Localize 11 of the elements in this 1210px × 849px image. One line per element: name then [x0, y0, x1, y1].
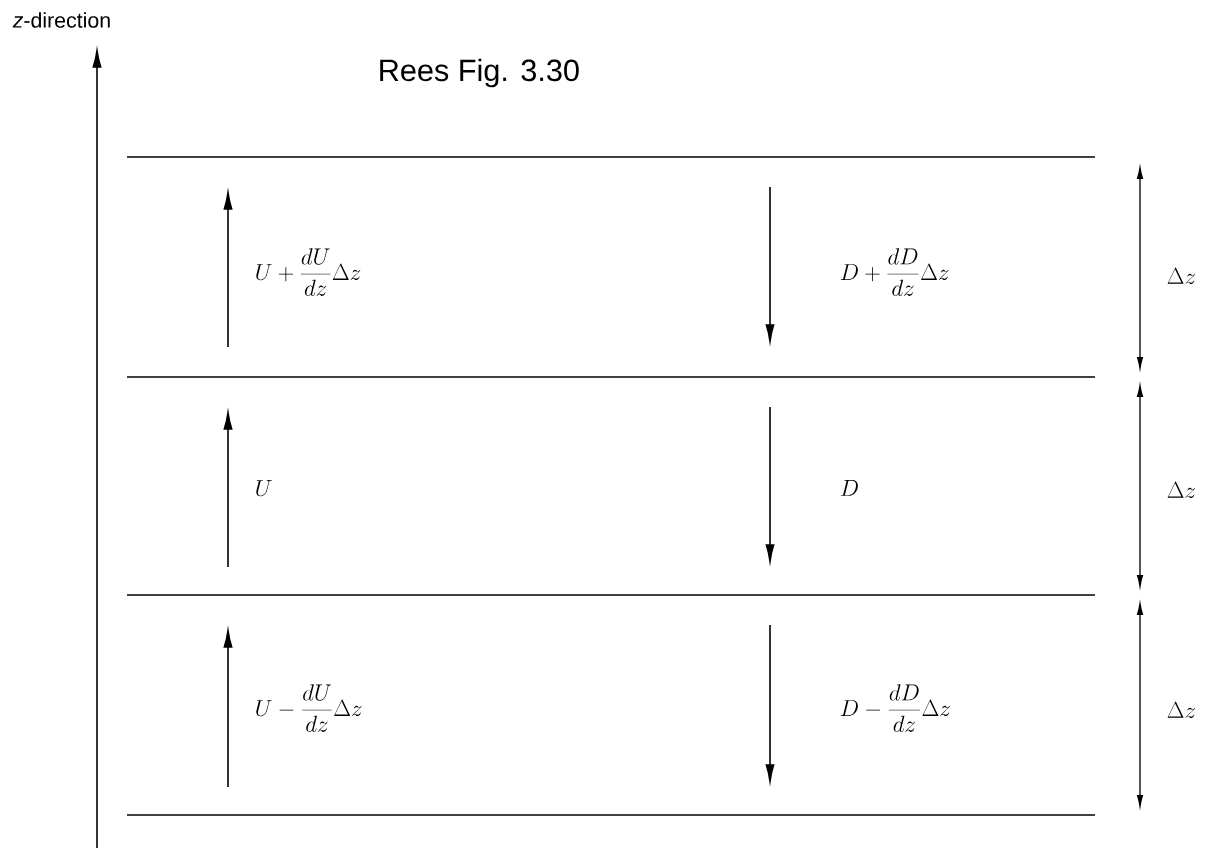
- title: Rees Fig. 3.30: [380, 58, 579, 88]
- formula-label: $\Delta z$: [1167, 481, 1196, 499]
- formula-label: $\Delta z$: [1167, 701, 1196, 719]
- formula-label: $D + \frac{dD}{dz}\Delta z$: [840, 248, 949, 296]
- formula-label: $U + \frac{dU}{dz}\Delta z$: [256, 248, 361, 296]
- formula-label: $U$: [256, 480, 272, 497]
- formula-label: $D$: [840, 480, 858, 496]
- axis-label: z-direction: [12, 12, 110, 28]
- formula-label: $U - \frac{dU}{dz}\Delta z$: [256, 684, 362, 732]
- formula-label: $\Delta z$: [1167, 267, 1196, 285]
- formula-label: $D - \frac{dD}{dz}\Delta z$: [840, 684, 950, 732]
